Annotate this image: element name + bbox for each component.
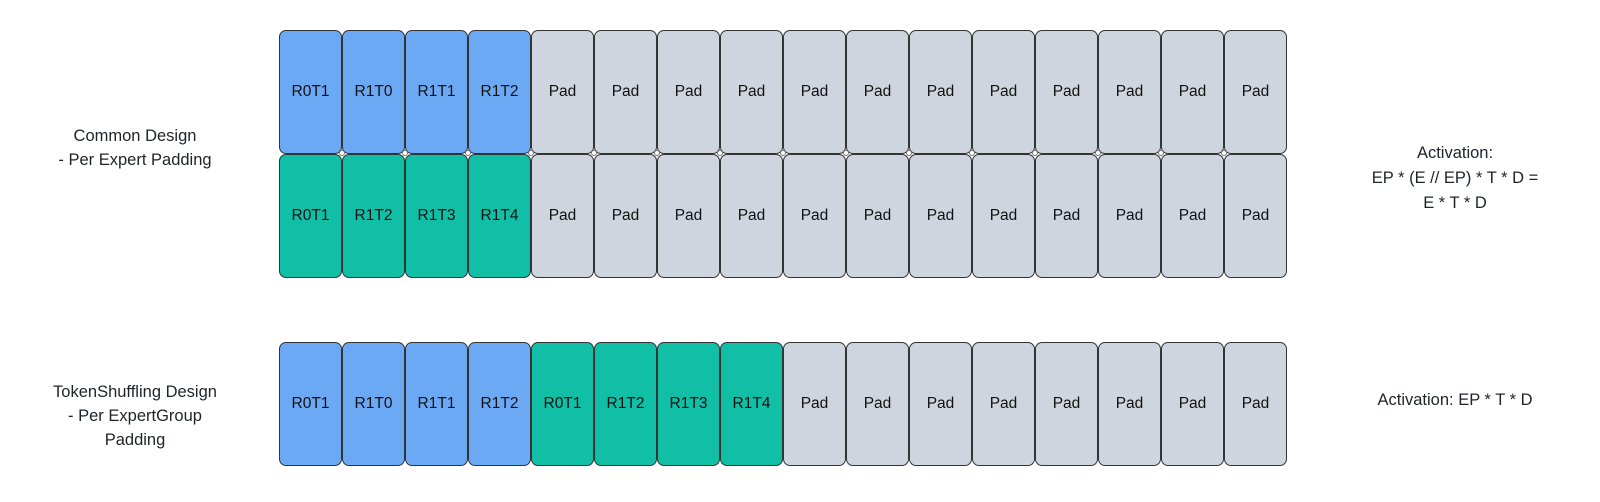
token-cell: R1T3	[405, 154, 468, 278]
connector-dot	[1158, 150, 1164, 156]
pad-cell: Pad	[1224, 154, 1287, 278]
pad-cell: Pad	[1098, 342, 1161, 466]
pad-cell: Pad	[846, 154, 909, 278]
pad-cell: Pad	[1098, 154, 1161, 278]
diagram2-activation-annotation: Activation: EP * T * D	[1377, 391, 1533, 409]
connector-dot	[591, 150, 597, 156]
pad-cell: Pad	[783, 342, 846, 466]
pad-cell: Pad	[846, 30, 909, 154]
pad-cell: Pad	[909, 30, 972, 154]
pad-cell: Pad	[972, 342, 1035, 466]
token-cell: R1T1	[405, 342, 468, 466]
token-cell: R1T3	[657, 342, 720, 466]
token-cell: R1T4	[720, 342, 783, 466]
pad-cell: Pad	[594, 30, 657, 154]
diagram2-label: TokenShuffling Design - Per ExpertGroup …	[53, 383, 217, 449]
pad-cell: Pad	[909, 342, 972, 466]
connector-dot	[528, 150, 534, 156]
pad-cell: Pad	[972, 154, 1035, 278]
pad-cell: Pad	[657, 154, 720, 278]
pad-cell: Pad	[720, 30, 783, 154]
token-cell: R0T1	[279, 30, 342, 154]
token-cell: R1T4	[468, 154, 531, 278]
pad-cell: Pad	[846, 342, 909, 466]
pad-cell: Pad	[531, 30, 594, 154]
token-cell: R1T2	[342, 154, 405, 278]
token-cell: R0T1	[279, 342, 342, 466]
pad-cell: Pad	[972, 30, 1035, 154]
token-cell: R1T2	[594, 342, 657, 466]
connector-dot	[1032, 150, 1038, 156]
token-cell: R0T1	[531, 342, 594, 466]
diagram1-label: Common Design - Per Expert Padding	[58, 127, 212, 169]
pad-cell: Pad	[720, 154, 783, 278]
pad-cell: Pad	[1161, 342, 1224, 466]
connector-dot	[906, 150, 912, 156]
pad-cell: Pad	[783, 154, 846, 278]
pad-cell: Pad	[1161, 30, 1224, 154]
pad-cell: Pad	[1035, 30, 1098, 154]
connector-dot	[717, 150, 723, 156]
pad-cell: Pad	[594, 154, 657, 278]
token-cell: R0T1	[279, 154, 342, 278]
pad-cell: Pad	[531, 154, 594, 278]
connector-dot	[843, 150, 849, 156]
token-cell: R1T0	[342, 342, 405, 466]
pad-cell: Pad	[1035, 342, 1098, 466]
pad-cell: Pad	[1224, 30, 1287, 154]
pad-cell: Pad	[1098, 30, 1161, 154]
pad-cell: Pad	[657, 30, 720, 154]
token-cell: R1T1	[405, 30, 468, 154]
connector-dot	[465, 150, 471, 156]
connector-dot	[1221, 150, 1227, 156]
connector-dot	[654, 150, 660, 156]
pad-cell: Pad	[1161, 154, 1224, 278]
diagram1-activation-annotation: Activation: EP * (E // EP) * T * D = E *…	[1371, 144, 1539, 212]
pad-cell: Pad	[1224, 342, 1287, 466]
token-cell: R1T0	[342, 30, 405, 154]
connector-dot	[402, 150, 408, 156]
connector-dot	[1095, 150, 1101, 156]
token-cell: R1T2	[468, 30, 531, 154]
connector-dot	[780, 150, 786, 156]
pad-cell: Pad	[783, 30, 846, 154]
connector-dot	[339, 150, 345, 156]
pad-cell: Pad	[909, 154, 972, 278]
pad-cell: Pad	[1035, 154, 1098, 278]
token-cell: R1T2	[468, 342, 531, 466]
connector-dot	[969, 150, 975, 156]
